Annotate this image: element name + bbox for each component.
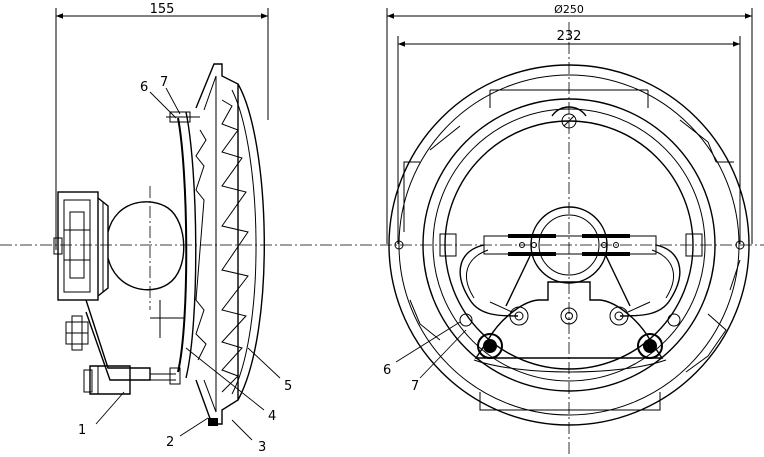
base-plate (459, 281, 681, 373)
mounting-bracket (65, 299, 181, 395)
dimension-outer-diameter: Ø250 (386, 3, 753, 244)
callout-2: 2 (166, 435, 174, 450)
dimension-outer-diameter-label: Ø250 (554, 3, 584, 16)
dimension-width-label: 155 (150, 2, 175, 17)
ring-tabs (403, 89, 741, 411)
lamp-base (53, 191, 109, 301)
front-view: Ø250 232 (383, 3, 753, 457)
callout-5: 5 (284, 379, 292, 394)
callout-6-side: 6 (140, 80, 148, 95)
outer-rings (388, 64, 750, 426)
dimension-mount-span-label: 232 (557, 29, 582, 44)
mounting-holes (394, 106, 745, 250)
front-view-callouts: 6 7 (383, 321, 467, 394)
callout-6-front: 6 (383, 363, 391, 378)
callout-7-side: 7 (160, 75, 168, 90)
callout-7-front: 7 (411, 379, 419, 394)
wiring (459, 244, 681, 317)
callout-3: 3 (258, 440, 266, 455)
lamp-bulb (107, 186, 185, 310)
callout-1: 1 (78, 423, 86, 438)
side-view-callouts: 1 2 3 4 5 6 7 (78, 75, 292, 455)
dimension-width-155: 155 (55, 2, 269, 250)
dimension-mount-span: 232 (397, 29, 741, 244)
callout-4: 4 (268, 409, 276, 424)
